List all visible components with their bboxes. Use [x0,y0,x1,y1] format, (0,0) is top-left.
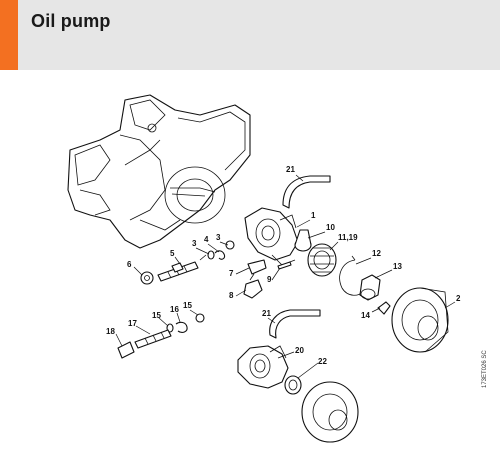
crankcase-housing [67,94,251,249]
label-17: 17 [128,319,137,328]
label-7: 7 [229,269,234,278]
plug-6 [140,271,154,285]
adjusting-screw-17 [134,329,172,349]
oil-line-21-lower [269,309,321,339]
label-18: 18 [106,327,115,336]
document-number: 173ET026 SC [482,350,488,388]
page-title: Oil pump [31,11,111,31]
label-3-left: 3 [192,239,197,248]
label-21-lower: 21 [262,309,271,318]
label-22: 22 [318,357,327,366]
label-10: 10 [326,223,335,232]
oil-pump-1 [244,207,299,266]
oil-pump-exploded-diagram: 21 1 10 11,19 12 13 2 14 3 4 3 5 6 7 9 8… [67,94,461,443]
part-7 [247,259,267,275]
label-4: 4 [204,235,209,244]
label-8: 8 [229,291,234,300]
header-bar [0,0,500,70]
worm-10 [294,229,312,252]
label-5: 5 [170,249,175,258]
label-6: 6 [127,260,132,269]
clutch-drum-lower [301,381,359,443]
oil-line-21-upper [282,175,331,209]
leader-lines [115,174,456,379]
label-21-upper: 21 [286,165,295,174]
label-15-left: 15 [152,311,161,320]
part-8 [243,273,263,299]
label-20: 20 [295,346,304,355]
label-2: 2 [456,294,461,303]
adjusting-screw-5 [157,261,199,282]
label-15-right: 15 [183,301,192,310]
label-11-19: 11,19 [338,233,358,242]
spring-12 [339,255,363,296]
label-13: 13 [393,262,402,271]
header-accent-stripe [0,0,18,70]
parts-15-16 [166,313,205,333]
sleeve-13 [359,274,381,301]
worm-gear-11-19 [307,243,337,277]
pin-9 [277,261,292,270]
oil-pump-20 [237,345,289,389]
label-14: 14 [361,311,370,320]
label-3-right: 3 [216,233,221,242]
clutch-drum-2 [391,287,449,353]
plug-18 [117,341,135,359]
screw-14 [377,301,391,315]
label-16: 16 [170,305,179,314]
label-9: 9 [267,275,272,284]
label-1: 1 [311,211,316,220]
part-22 [284,375,302,395]
label-12: 12 [372,249,381,258]
